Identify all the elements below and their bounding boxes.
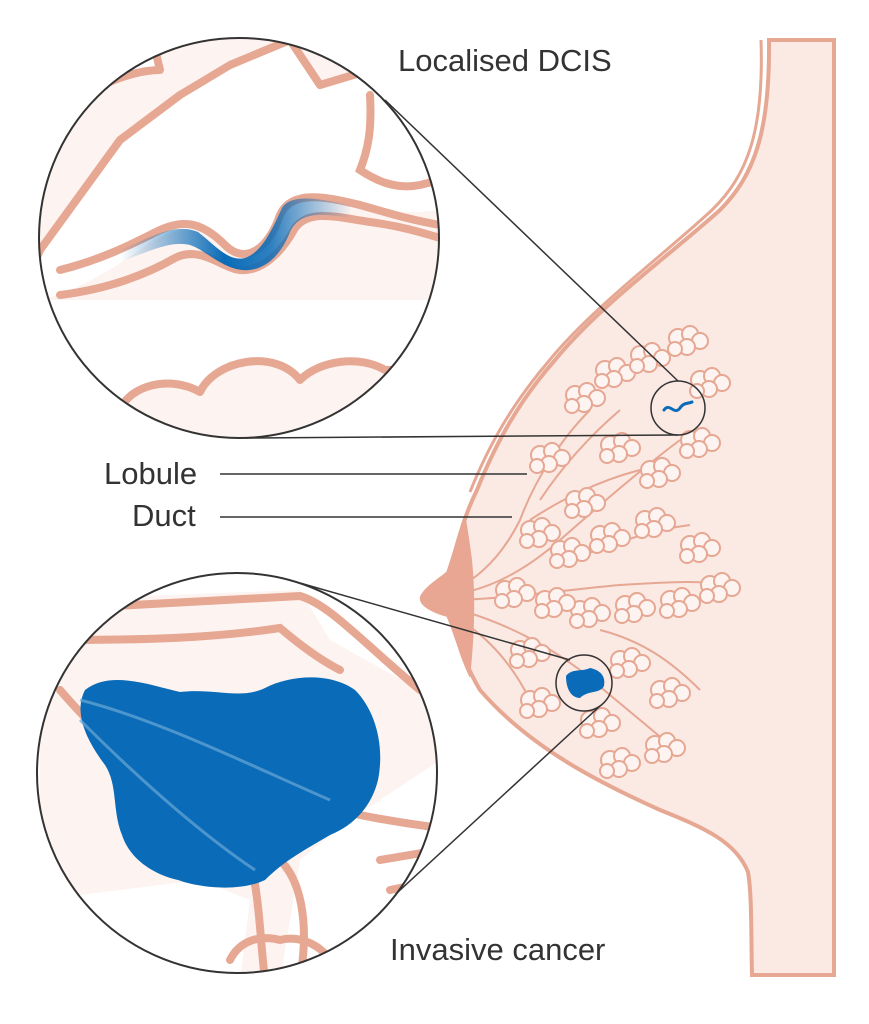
label-duct: Duct <box>132 498 196 533</box>
label-localised-dcis: Localised DCIS <box>398 43 612 78</box>
label-invasive-cancer: Invasive cancer <box>390 932 605 967</box>
breast <box>419 38 836 977</box>
dcis-cells <box>120 198 352 271</box>
bottom-inset <box>36 572 438 974</box>
duct-tree <box>427 325 741 779</box>
zoom-lines <box>245 99 679 904</box>
inset-duct-branch <box>39 196 439 300</box>
nipple <box>422 520 475 678</box>
cancer-marker <box>555 654 613 712</box>
breast-skin <box>419 38 836 977</box>
label-lobule: Lobule <box>104 456 197 491</box>
top-inset <box>38 37 440 439</box>
leader-lines <box>220 473 527 518</box>
breast-inner-fold <box>468 39 763 493</box>
tumour <box>80 677 381 888</box>
